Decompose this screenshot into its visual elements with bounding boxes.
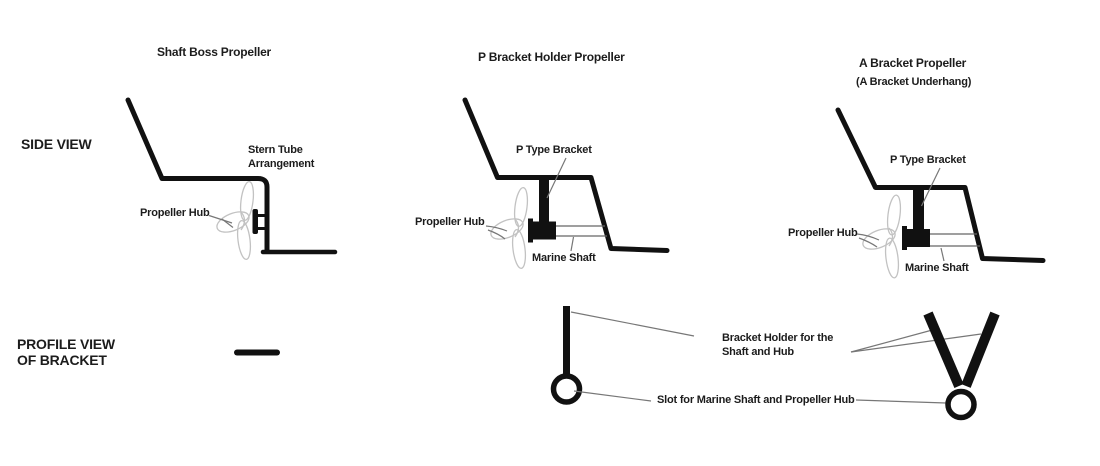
hub-block xyxy=(907,229,930,247)
p-bracket-side-view xyxy=(462,97,670,270)
p-bracket-profile xyxy=(550,306,583,405)
diagram-title-a-bracket: A Bracket Propeller xyxy=(859,56,967,70)
profile-view-label: PROFILE VIEW OF BRACKET xyxy=(17,336,115,368)
leader-line xyxy=(850,328,937,353)
leader-line xyxy=(573,390,652,402)
p-type-bracket-label-2: P Type Bracket xyxy=(516,144,592,156)
profile-view-label-line2: OF BRACKET xyxy=(17,352,107,368)
stern-tube-bracket xyxy=(252,209,267,234)
hub-block xyxy=(533,221,556,240)
leader-line xyxy=(570,311,695,337)
leader-line xyxy=(221,218,234,228)
p-bracket-strut xyxy=(913,188,924,230)
leader-line xyxy=(487,229,506,240)
leader-line xyxy=(546,157,567,199)
bracket-holder-label: Bracket Holder for the Shaft and Hub xyxy=(722,332,833,359)
leader-line xyxy=(855,399,947,404)
bracket-holder-label-line1: Bracket Holder for the xyxy=(722,332,834,344)
slot-label: Slot for Marine Shaft and Propeller Hub xyxy=(657,394,855,406)
leader-line xyxy=(485,225,508,232)
a-bracket-side-view xyxy=(835,107,1046,279)
marine-shaft-label-2: Marine Shaft xyxy=(532,252,596,264)
marine-shaft-label-3: Marine Shaft xyxy=(905,262,969,274)
shaft-boss-side-view xyxy=(125,97,338,261)
bracket-holder-label-line2: Shaft and Hub xyxy=(722,345,794,358)
hull-outline xyxy=(835,107,1046,263)
propeller-sketch xyxy=(216,180,255,261)
propeller-hub-label-2: Propeller Hub xyxy=(415,216,485,228)
propeller-sketch xyxy=(490,186,529,270)
stern-tube-label: Stern Tube Arrangement xyxy=(248,144,314,171)
side-view-label: SIDE VIEW xyxy=(21,136,92,152)
hull-outline xyxy=(125,97,270,253)
leader-line xyxy=(208,214,233,224)
propeller-hub-label-3: Propeller Hub xyxy=(788,227,858,239)
p-bracket-strut xyxy=(539,178,549,223)
leader-line xyxy=(570,236,575,252)
stern-tube-label-line2: Arrangement xyxy=(248,157,315,170)
leader-line xyxy=(940,247,945,262)
diagram-title-shaft-boss: Shaft Boss Propeller xyxy=(157,45,272,59)
p-type-bracket-label-3: P Type Bracket xyxy=(890,154,966,166)
hub-end-cap xyxy=(902,226,907,250)
propeller-sketch xyxy=(862,194,902,279)
leader-line xyxy=(850,333,982,353)
profile-view-row xyxy=(234,306,1000,421)
diagram-title-p-bracket: P Bracket Holder Propeller xyxy=(478,50,625,64)
leader-line xyxy=(920,167,941,207)
propeller-hub-label-1: Propeller Hub xyxy=(140,207,210,219)
profile-view-label-line1: PROFILE VIEW xyxy=(17,336,115,352)
a-bracket-profile xyxy=(923,311,1000,421)
leader-line xyxy=(856,233,880,241)
leader-line xyxy=(858,237,878,248)
hub-end-cap xyxy=(528,218,533,243)
stern-tube-label-line1: Stern Tube xyxy=(248,144,303,156)
hull-outline xyxy=(462,97,670,253)
diagram-subtitle-a-bracket: (A Bracket Underhang) xyxy=(856,76,972,88)
